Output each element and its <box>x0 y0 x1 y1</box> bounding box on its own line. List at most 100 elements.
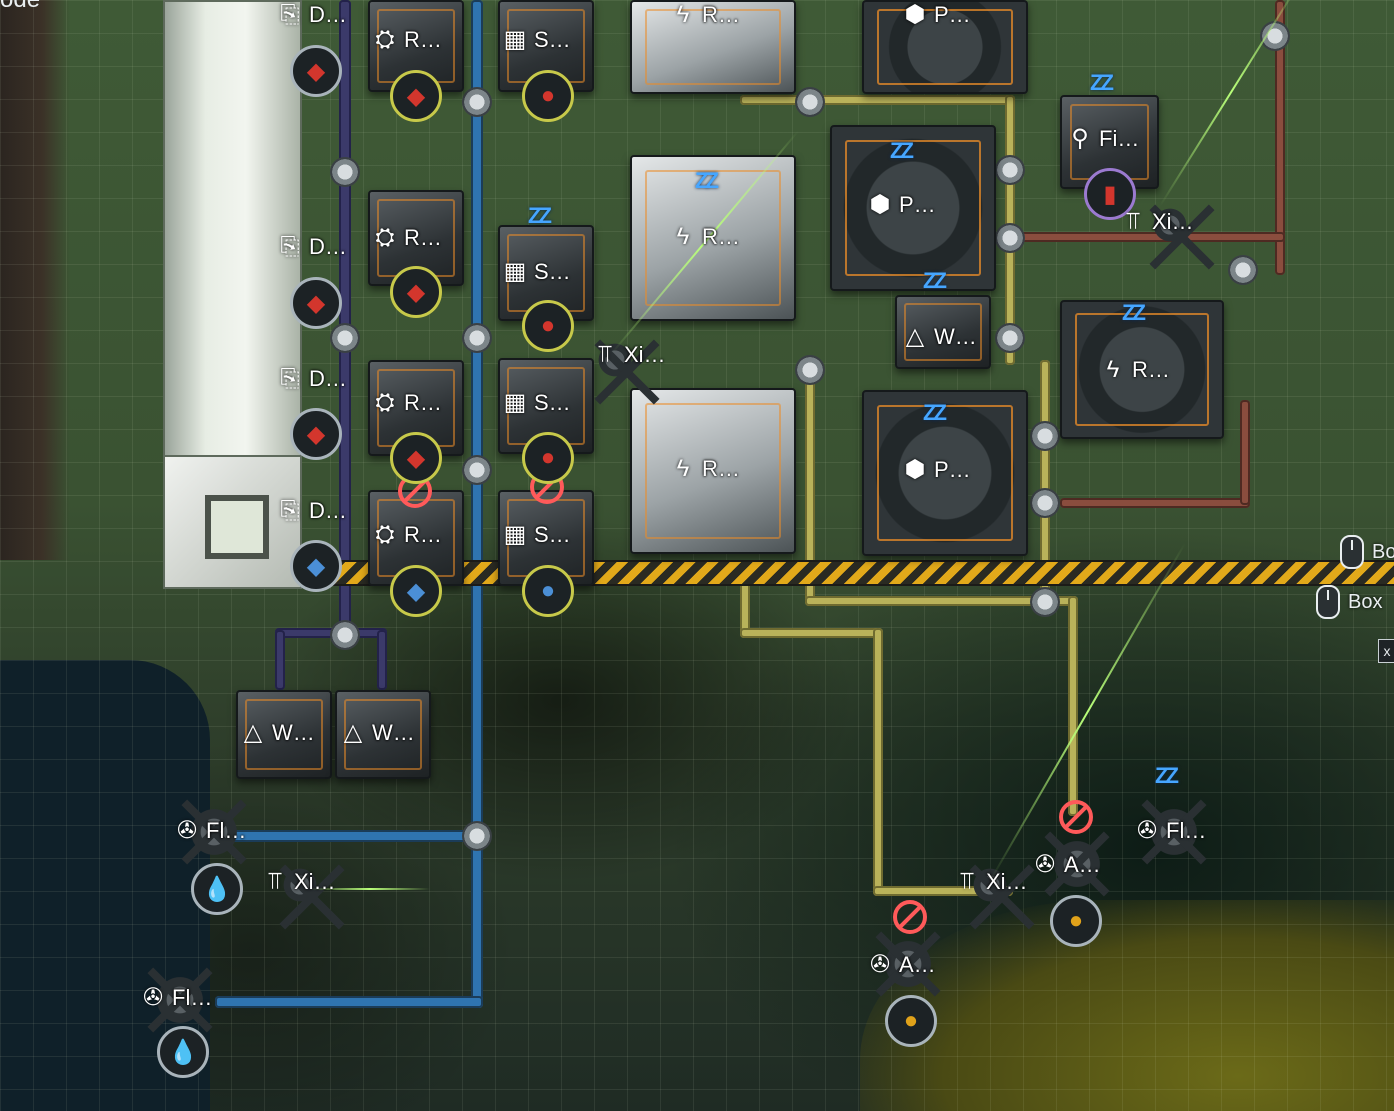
reactor[interactable] <box>630 155 796 321</box>
pipe-junction[interactable] <box>1030 587 1060 617</box>
pipe-junction[interactable] <box>1030 488 1060 518</box>
xiranite-relay[interactable] <box>1140 195 1200 255</box>
facility-label-d3[interactable]: ⎘D… <box>275 364 347 394</box>
facility-label-x1[interactable]: ⫪Xi… <box>590 340 665 370</box>
pipe-yellow-bottom[interactable] <box>873 886 1013 896</box>
pipe-red-vert[interactable] <box>1240 400 1250 505</box>
pipe-yellow-cross[interactable] <box>805 596 1075 606</box>
pipe-yellow-down[interactable] <box>1068 596 1078 816</box>
fluid-pump[interactable] <box>172 790 256 874</box>
facility-label-d1[interactable]: ⎘D… <box>275 0 347 30</box>
facility-label-x2[interactable]: ⫪Xi… <box>1118 207 1193 237</box>
facility-label-w1[interactable]: △W… <box>238 718 315 748</box>
sleep-icon: ZZ <box>528 203 552 228</box>
pipe-junction[interactable] <box>995 155 1025 185</box>
pipe-junction[interactable] <box>1030 421 1060 451</box>
pipe-red-right[interactable] <box>1275 0 1285 275</box>
packaging-unit[interactable] <box>862 390 1028 556</box>
pipe-junction[interactable] <box>330 157 360 187</box>
pipe-junction[interactable] <box>795 355 825 385</box>
pipe-junction[interactable] <box>1228 255 1258 285</box>
packaging-unit[interactable] <box>862 0 1028 94</box>
pipe-yellow-step[interactable] <box>740 628 880 638</box>
packaging-unit[interactable] <box>830 125 996 291</box>
battery-icon: ▮ <box>1084 168 1136 220</box>
depot-hall-base[interactable] <box>163 455 302 589</box>
refining-unit-icon: ⛭ <box>375 26 395 53</box>
facility-label-f1[interactable]: ⚲Fi… <box>1065 124 1139 154</box>
facility-label-r2[interactable]: ⛭R… <box>370 223 442 253</box>
pipe-junction[interactable] <box>995 223 1025 253</box>
facility-label-s4[interactable]: ▦S… <box>500 520 571 550</box>
water-treatment[interactable] <box>895 295 991 369</box>
xiranite-relay[interactable] <box>585 330 645 390</box>
xiranite-relay[interactable] <box>960 855 1020 915</box>
filter-unit[interactable] <box>1060 95 1159 189</box>
facility-label-a2[interactable]: ✇A… <box>865 950 936 980</box>
close-key[interactable]: x <box>1378 639 1394 663</box>
red-crystal-icon: ◆ <box>390 70 442 122</box>
facility-label-fl1[interactable]: ✇Fl… <box>172 816 246 846</box>
pipe-blue-main[interactable] <box>471 0 483 1008</box>
pipe-junction[interactable] <box>795 87 825 117</box>
facility-label-s1[interactable]: ▦S… <box>500 25 571 55</box>
facility-label-d4[interactable]: ⎘D… <box>275 496 347 526</box>
facility-label-r4[interactable]: ⛭R… <box>370 520 442 550</box>
depot-hall[interactable] <box>163 0 302 459</box>
water-treatment[interactable] <box>236 690 332 779</box>
pipe-yellow-drop[interactable] <box>873 628 883 893</box>
pipe-navy-left[interactable] <box>275 630 285 690</box>
pipe-red-low[interactable] <box>1060 498 1250 508</box>
pipe-junction[interactable] <box>330 323 360 353</box>
pipe-yellow-mid[interactable] <box>805 360 815 600</box>
pipe-blue-lower[interactable] <box>215 996 483 1008</box>
facility-label-fl3[interactable]: ✇Fl… <box>1132 816 1206 846</box>
pipe-junction[interactable] <box>462 87 492 117</box>
facility-label-r1[interactable]: ⛭R… <box>370 25 442 55</box>
facility-label-d2[interactable]: ⎘D… <box>275 232 347 262</box>
reactor[interactable] <box>630 388 796 554</box>
pipe-junction[interactable] <box>462 455 492 485</box>
reactor[interactable] <box>1060 300 1224 439</box>
pipe-junction[interactable] <box>462 821 492 851</box>
shredding-unit-icon: ▦ <box>503 389 527 416</box>
oil-drop-icon: ● <box>1050 895 1102 947</box>
pipe-junction[interactable] <box>330 620 360 650</box>
pipe-yellow-left[interactable] <box>740 560 750 635</box>
facility-label-a1[interactable]: ✇A… <box>1030 850 1101 880</box>
facility-label-p3[interactable]: ⬢P… <box>900 455 971 485</box>
oil-extractor[interactable] <box>866 922 950 1006</box>
pipe-yellow-right2[interactable] <box>1040 360 1050 600</box>
facility-label-w2[interactable]: △W… <box>338 718 415 748</box>
fluid-pump-icon: ✇ <box>176 817 198 844</box>
facility-label-s2[interactable]: ▦S… <box>500 257 571 287</box>
pipe-junction[interactable] <box>995 323 1025 353</box>
oil-extractor[interactable] <box>1035 822 1119 906</box>
reactor-icon: ϟ <box>1106 356 1120 383</box>
pipe-yellow-top[interactable] <box>740 95 1010 105</box>
water-treatment[interactable] <box>335 690 431 779</box>
facility-label-p1[interactable]: ⬢P… <box>900 0 971 30</box>
facility-label-r3[interactable]: ⛭R… <box>370 388 442 418</box>
fluid-pump[interactable] <box>1132 790 1216 874</box>
pipe-navy-main[interactable] <box>339 0 351 630</box>
mouse-hint: Bo <box>1340 535 1394 569</box>
reactor[interactable] <box>630 0 796 94</box>
facility-label-p2[interactable]: ⬢P… <box>865 190 936 220</box>
facility-label-x3[interactable]: ⫪Xi… <box>260 867 335 897</box>
facility-label-s3[interactable]: ▦S… <box>500 388 571 418</box>
pipe-junction[interactable] <box>462 323 492 353</box>
conveyor-belt[interactable] <box>300 560 1394 586</box>
facility-label-fl2[interactable]: ✇Fl… <box>138 983 212 1013</box>
xiranite-relay[interactable] <box>270 855 330 915</box>
pipe-blue-upper[interactable] <box>230 830 480 842</box>
facility-label-x4[interactable]: ⫪Xi… <box>952 867 1027 897</box>
sleep-icon: ZZ <box>923 400 947 425</box>
facility-label-w3[interactable]: △W… <box>900 322 977 352</box>
pipe-navy-right[interactable] <box>377 630 387 690</box>
